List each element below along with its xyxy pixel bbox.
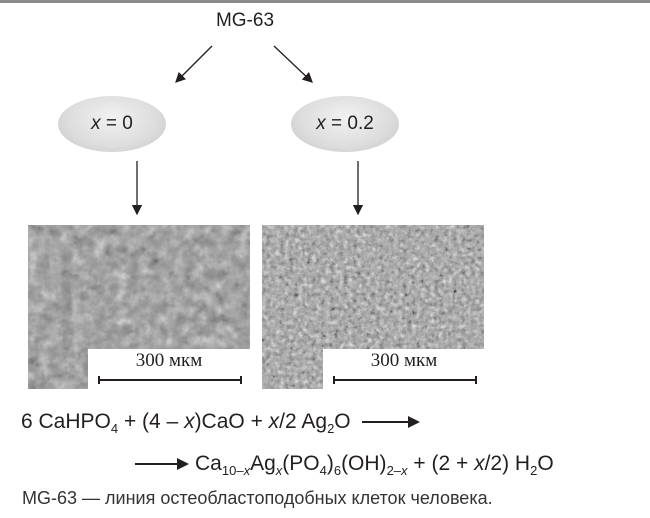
scale-line	[98, 376, 242, 384]
scale-bar-left: 300 мкм	[88, 349, 250, 389]
caption: MG-63 — линия остеобластоподобных клеток…	[22, 488, 493, 508]
equation-line-2: Ca10–xAgx(PO4)6(OH)2–x + (2 + x/2) H2O	[135, 452, 554, 477]
node-x-0: x = 0	[58, 96, 166, 152]
value-label: 0.2	[347, 113, 374, 134]
top-border	[0, 0, 650, 3]
arrow-left	[175, 45, 213, 83]
value-label: 0	[122, 113, 133, 134]
arrow-right	[273, 45, 313, 83]
arrows	[131, 45, 364, 216]
equation-line-1: 6 CaHPO4 + (4 – x)CaO + x/2 Ag2O	[21, 410, 421, 435]
root-label: MG-63	[215, 10, 275, 31]
scale-label: 300 мкм	[370, 350, 438, 371]
reaction-arrow	[362, 416, 421, 429]
var-label: x	[316, 113, 326, 134]
reaction-arrow	[135, 458, 189, 471]
node-x-0.2: x = 0.2	[291, 96, 399, 152]
scale-line	[333, 376, 477, 384]
scale-label: 300 мкм	[135, 350, 203, 371]
scale-bar-right: 300 мкм	[323, 349, 485, 389]
var-label: x	[91, 113, 101, 134]
